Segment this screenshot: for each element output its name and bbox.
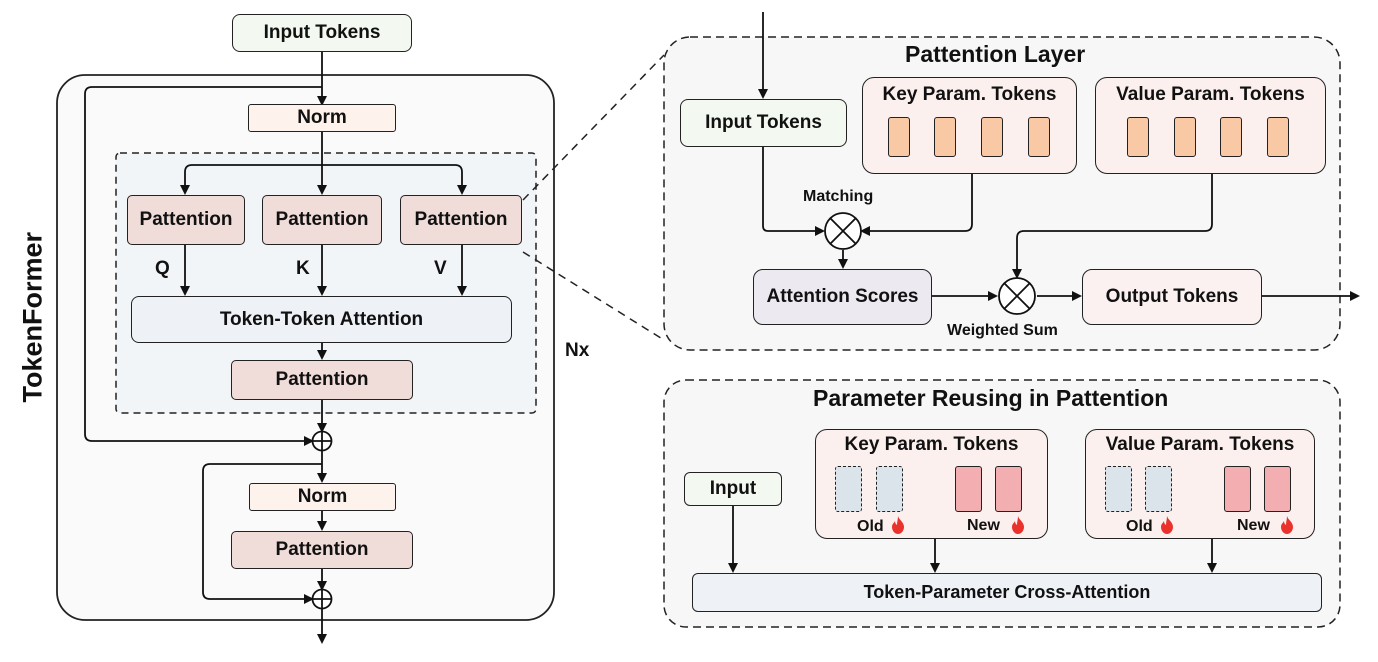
new-param-token	[1264, 466, 1291, 512]
weighted-sum-label: Weighted Sum	[947, 322, 1058, 339]
matching-label: Matching	[803, 188, 874, 205]
key-param-token	[981, 117, 1003, 157]
reusing-key-title: Key Param. Tokens	[844, 434, 1019, 455]
key-param-token	[934, 117, 956, 157]
zoom-line-top	[522, 54, 665, 201]
multiply-circle-icon	[998, 277, 1036, 315]
q-label: Q	[155, 258, 170, 279]
key-param-title: Key Param. Tokens	[882, 84, 1057, 105]
value-new-label: New	[1237, 517, 1270, 534]
repeat-label: Nx	[565, 340, 590, 361]
key-old-label: Old	[857, 518, 884, 535]
token-token-attention-box: Token-Token Attention	[131, 296, 512, 343]
key-new-label: New	[967, 517, 1000, 534]
reusing-value-title: Value Param. Tokens	[1105, 434, 1295, 455]
tokenformer-title: TokenFormer	[17, 231, 48, 403]
input-tokens-box: Input Tokens	[232, 14, 412, 52]
pattention-layer-title: Pattention Layer	[905, 41, 1086, 67]
pattention-v-box: Pattention	[400, 195, 522, 245]
output-tokens-box: Output Tokens	[1082, 269, 1262, 325]
pattention-ffn-box: Pattention	[231, 531, 413, 569]
key-param-token	[1028, 117, 1050, 157]
k-label: K	[296, 258, 310, 279]
attention-scores-box: Attention Scores	[753, 269, 932, 325]
reusing-title: Parameter Reusing in Pattention	[813, 385, 1169, 411]
add-circle-icon	[311, 430, 333, 452]
norm-box-2: Norm	[249, 483, 396, 511]
value-param-token	[1267, 117, 1289, 157]
pattention-k-box: Pattention	[262, 195, 382, 245]
reusing-input-box: Input	[684, 472, 782, 506]
add-circle-icon	[311, 588, 333, 610]
old-param-token	[876, 466, 903, 512]
new-param-token	[955, 466, 982, 512]
old-param-token	[1105, 466, 1132, 512]
cross-attention-box: Token-Parameter Cross-Attention	[692, 573, 1322, 612]
new-param-token	[1224, 466, 1251, 512]
new-param-token	[995, 466, 1022, 512]
multiply-circle-icon	[824, 212, 862, 250]
norm-box-1: Norm	[248, 104, 396, 132]
flame-icon	[1281, 516, 1293, 534]
pattention-q-box: Pattention	[127, 195, 245, 245]
value-param-token	[1174, 117, 1196, 157]
flame-icon	[892, 516, 904, 534]
flame-icon	[1161, 516, 1173, 534]
pattention-output-box: Pattention	[231, 360, 413, 400]
key-param-token	[888, 117, 910, 157]
v-label: V	[434, 258, 447, 279]
value-param-token	[1127, 117, 1149, 157]
value-old-label: Old	[1126, 518, 1153, 535]
flame-icon	[1012, 516, 1024, 534]
value-param-token	[1220, 117, 1242, 157]
layer-input-tokens-box: Input Tokens	[680, 99, 847, 147]
value-param-title: Value Param. Tokens	[1116, 84, 1305, 105]
old-param-token	[835, 466, 862, 512]
old-param-token	[1145, 466, 1172, 512]
